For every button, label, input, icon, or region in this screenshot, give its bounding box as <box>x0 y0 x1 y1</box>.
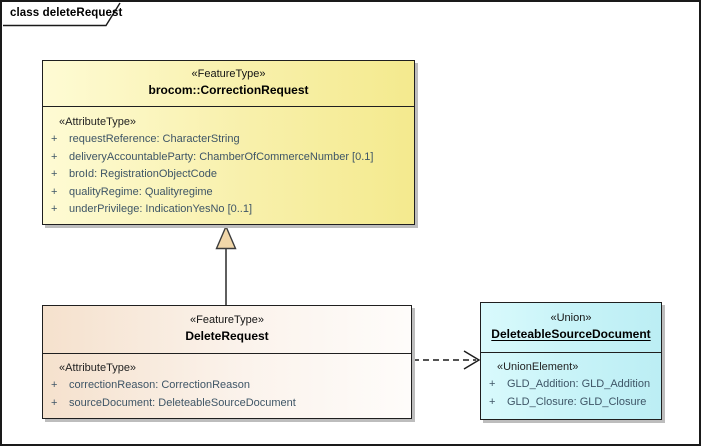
attribute-row: + requestReference: CharacterString <box>49 131 408 149</box>
attribute-row: + GLD_Addition: GLD_Addition <box>487 376 655 394</box>
attribute-text: correctionReason: CorrectionReason <box>69 379 250 391</box>
class-name: brocom::CorrectionRequest <box>148 83 309 97</box>
class-box-correction-request[interactable]: «FeatureType» brocom::CorrectionRequest … <box>42 60 415 225</box>
visibility-symbol: + <box>51 133 58 145</box>
attribute-text: GLD_Closure: GLD_Closure <box>507 395 647 408</box>
class-stereotype: «FeatureType» <box>190 314 264 326</box>
attribute-row: + GLD_Closure: GLD_Closure <box>487 394 655 412</box>
attribute-row: + qualityRegime: Qualityregime <box>49 184 408 202</box>
class-name: DeleteRequest <box>185 329 269 343</box>
attribute-text: qualityRegime: Qualityregime <box>69 185 213 198</box>
visibility-symbol: + <box>51 150 58 163</box>
attribute-text: sourceDocument: DeleteableSourceDocument <box>69 396 296 409</box>
attribute-row: + sourceDocument: DeleteableSourceDocume… <box>49 395 405 413</box>
attribute-text: deliveryAccountableParty: ChamberOfComme… <box>69 150 374 163</box>
frame-title: class deleteRequest <box>10 7 123 19</box>
visibility-symbol: + <box>51 203 58 215</box>
attribute-text: requestReference: CharacterString <box>69 133 240 145</box>
visibility-symbol: + <box>51 168 58 180</box>
attribute-compartment: «AttributeType» + requestReference: Char… <box>43 107 414 219</box>
visibility-symbol: + <box>51 185 58 198</box>
attribute-stereotype: «UnionElement» <box>497 361 579 373</box>
visibility-symbol: + <box>51 379 58 391</box>
class-header: «FeatureType» DeleteRequest <box>43 306 411 354</box>
attribute-compartment: «UnionElement» + GLD_Addition: GLD_Addit… <box>481 353 661 411</box>
attribute-row: + correctionReason: CorrectionReason <box>49 377 405 395</box>
class-stereotype: «Union» <box>550 312 592 324</box>
attribute-row: + broId: RegistrationObjectCode <box>49 166 408 184</box>
visibility-symbol: + <box>51 396 58 409</box>
class-stereotype: «FeatureType» <box>191 68 266 80</box>
visibility-symbol: + <box>489 395 496 408</box>
generalization-triangle <box>215 224 237 250</box>
open-arrowhead <box>463 350 481 370</box>
attribute-stereotype: «AttributeType» <box>59 116 137 128</box>
attribute-text: GLD_Addition: GLD_Addition <box>507 378 651 390</box>
generalization-connector[interactable] <box>215 224 237 306</box>
attribute-text: underPrivilege: IndicationYesNo [0..1] <box>69 203 253 215</box>
class-box-deleteable-source-document[interactable]: «Union» DeleteableSourceDocument «UnionE… <box>480 302 662 420</box>
attribute-row: + deliveryAccountableParty: ChamberOfCom… <box>49 149 408 167</box>
class-name: DeleteableSourceDocument <box>491 327 651 341</box>
class-header: «Union» DeleteableSourceDocument <box>481 303 661 353</box>
class-header: «FeatureType» brocom::CorrectionRequest <box>43 61 414 107</box>
attribute-text: broId: RegistrationObjectCode <box>69 168 217 180</box>
dependency-connector[interactable] <box>413 350 481 370</box>
attribute-stereotype: «AttributeType» <box>59 362 137 374</box>
class-box-delete-request[interactable]: «FeatureType» DeleteRequest «AttributeTy… <box>42 305 412 419</box>
attribute-compartment: «AttributeType» + correctionReason: Corr… <box>43 354 411 412</box>
attribute-row: + underPrivilege: IndicationYesNo [0..1] <box>49 201 408 219</box>
visibility-symbol: + <box>489 378 496 390</box>
